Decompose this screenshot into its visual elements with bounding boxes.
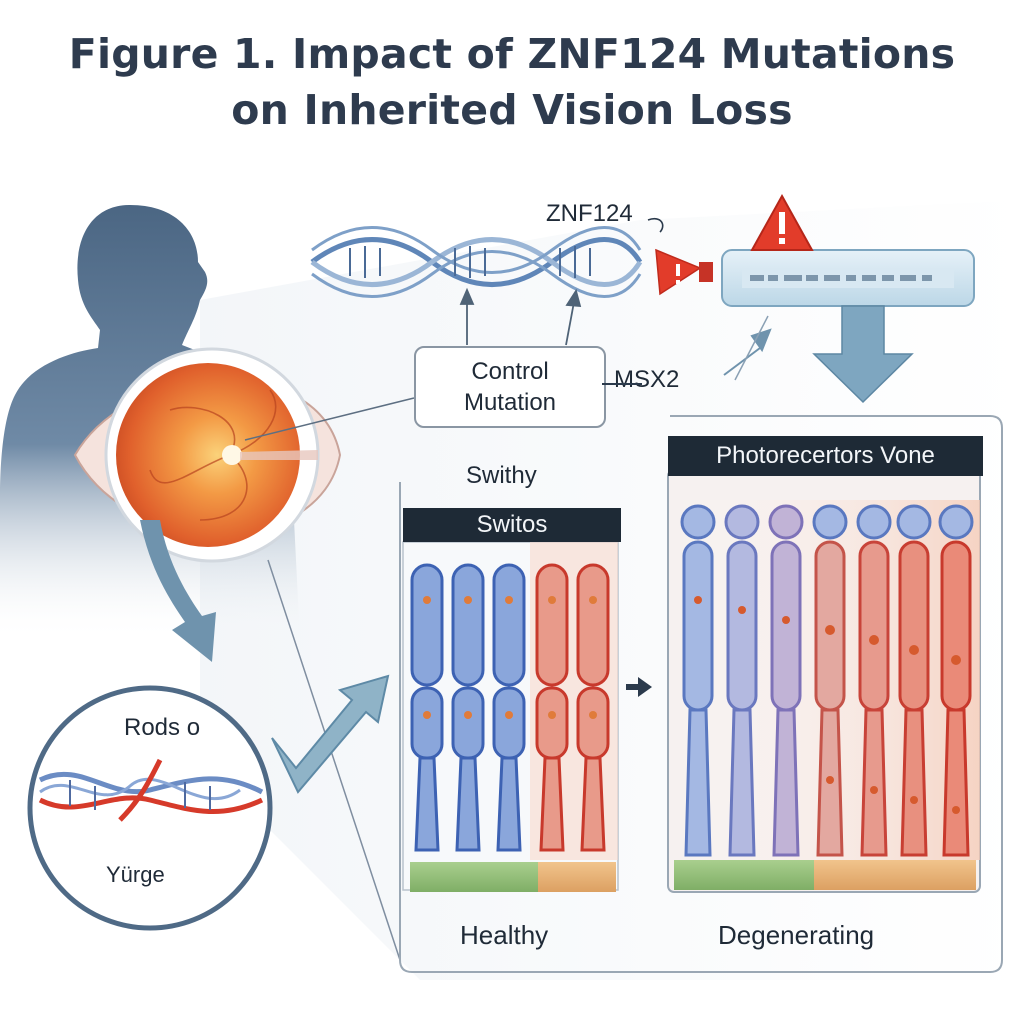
rod-cell <box>451 563 485 852</box>
warning-icon <box>750 193 814 251</box>
gene-label-znf124: ZNF124 <box>546 200 633 227</box>
figure-title-line2: on Inherited Vision Loss <box>231 86 793 134</box>
zoom-bottom-label: Yürge <box>106 862 165 887</box>
degenerating-label: Degenerating <box>718 920 875 950</box>
rod-cell <box>938 504 974 857</box>
figure-title-line1: Figure 1. Impact of ZNF124 Mutations <box>68 30 956 78</box>
healthy-label: Healthy <box>460 920 549 950</box>
control-box-line2: Mutation <box>463 389 557 416</box>
rod-cell <box>535 563 569 852</box>
rod-cell <box>410 563 444 852</box>
pointer-arrow <box>271 674 390 794</box>
msx2-label: MSX2 <box>614 366 680 393</box>
gene-callout-curl <box>647 218 664 233</box>
right-panel-header: Photorecertors Vone <box>668 436 983 476</box>
healthy-cells-panel <box>402 541 619 892</box>
banner-side-line <box>734 315 769 381</box>
left-panel-header: Switos <box>403 508 621 542</box>
dna-helix-icon <box>38 758 264 822</box>
swithy-label: Swithy <box>466 462 537 489</box>
msx2-leader-line <box>602 383 642 385</box>
mutation-banner <box>721 249 975 307</box>
warning-icon <box>655 248 713 296</box>
panel-frame <box>399 415 1003 973</box>
degenerating-cells-panel <box>667 469 981 893</box>
figure-title: Figure 1. Impact of ZNF124 Mutations on … <box>0 26 1024 138</box>
down-arrow-eye <box>140 520 216 662</box>
transition-arrow <box>626 677 652 697</box>
rod-cell <box>896 504 932 857</box>
down-arrow-banner <box>812 305 914 404</box>
zoom-top-label: Rods o <box>124 714 201 741</box>
rod-cell <box>856 504 892 857</box>
rod-cell <box>492 563 526 852</box>
rod-cell <box>768 504 804 857</box>
zoom-circle <box>27 685 273 931</box>
sheet-edge-line <box>267 559 401 961</box>
control-to-dna-arrows <box>459 287 582 346</box>
rod-cell <box>724 504 760 857</box>
dna-helix-icon <box>310 226 643 298</box>
rod-cell <box>812 504 848 857</box>
eye-pointer-line <box>244 397 415 441</box>
control-mutation-box: Control Mutation <box>414 346 606 428</box>
msx2-arrow <box>723 328 772 376</box>
rod-cell <box>576 563 610 852</box>
rod-cell <box>680 504 716 857</box>
control-box-line1: Control <box>471 358 549 385</box>
